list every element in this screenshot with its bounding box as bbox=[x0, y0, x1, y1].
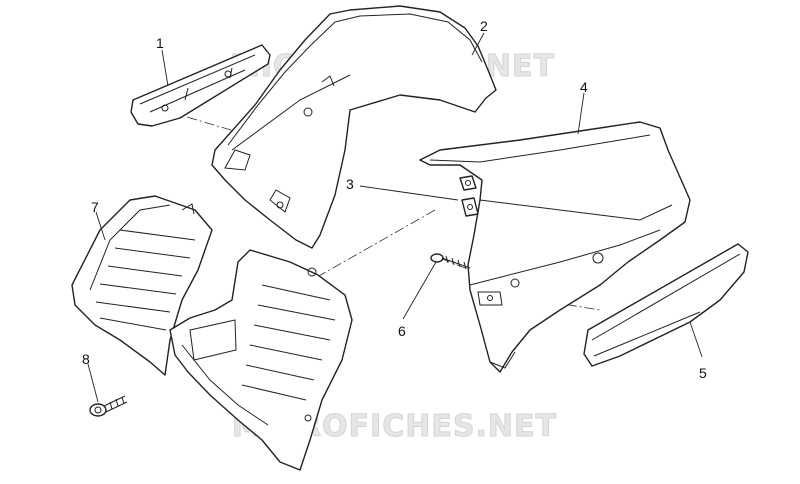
callout-1: 1 bbox=[156, 35, 164, 51]
part-3-clips bbox=[459, 175, 479, 217]
callout-2: 2 bbox=[480, 18, 488, 34]
callout-8: 8 bbox=[82, 351, 90, 367]
callout-3: 3 bbox=[346, 176, 354, 192]
leader-lines bbox=[87, 32, 703, 403]
callout-5: 5 bbox=[699, 365, 707, 381]
part-5-side-strip bbox=[583, 243, 749, 367]
callout-4: 4 bbox=[580, 79, 588, 95]
part-7-grille-panel-center bbox=[169, 249, 353, 471]
part-2-upper-fairing bbox=[211, 5, 497, 249]
part-6-screw bbox=[430, 253, 471, 270]
part-1-trim-panel bbox=[130, 44, 271, 127]
part-8-bolt bbox=[89, 395, 128, 417]
callout-6: 6 bbox=[398, 323, 406, 339]
part-4-side-fairing bbox=[419, 121, 691, 373]
callout-7: 7 bbox=[91, 199, 99, 215]
part-7-grille-panel-left bbox=[71, 195, 213, 376]
